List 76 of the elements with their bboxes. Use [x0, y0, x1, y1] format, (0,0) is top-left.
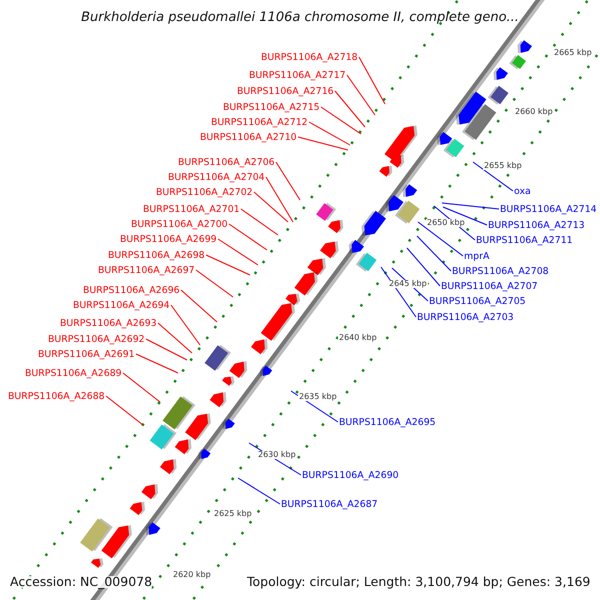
gene-label: BURPS1106A_A2702	[156, 188, 253, 197]
gene-label: BURPS1106A_A2688	[8, 392, 105, 401]
leader-line	[308, 122, 350, 146]
leader-line	[122, 372, 160, 402]
gene-label: BURPS1106A_A2695	[339, 418, 436, 427]
gene-label: BURPS1106A_A2689	[25, 368, 122, 378]
gene-label: BURPS1106A_A2706	[178, 158, 275, 167]
gene-label: BURPS1106A_A2708	[452, 266, 549, 276]
gene-label: BURPS1106A_A2691	[38, 350, 135, 359]
gene-label: BURPS1106A_A2701	[143, 204, 240, 214]
scale-label: 2650 kbp	[426, 219, 466, 227]
gene-label: BURPS1106A_A2699	[120, 234, 217, 244]
gene-label: BURPS1106A_A2714	[500, 204, 597, 214]
leader-line	[106, 396, 144, 426]
scale-label: 2620 kbp	[172, 571, 212, 579]
leader-line	[276, 162, 300, 200]
leader-line	[228, 224, 268, 250]
leader-line	[334, 90, 366, 128]
gene-label: BURPS1106A_A2718	[261, 52, 358, 62]
gene-label: BURPS1106A_A2693	[60, 318, 157, 328]
title: Burkholderia pseudomallei 1106a chromosome II, complete geno...	[80, 11, 520, 24]
gene-label: BURPS1106A_A2716	[237, 86, 334, 96]
gene-label: BURPS1106A_A2694	[73, 300, 170, 310]
leader-line	[240, 208, 278, 236]
leader-line	[136, 354, 178, 374]
scale-label: 2625 kbp	[213, 510, 253, 518]
leader-line	[298, 136, 348, 150]
leader-line	[472, 162, 514, 192]
leader-line	[266, 176, 294, 222]
leader-line	[442, 206, 488, 226]
leader-line	[180, 290, 218, 322]
gene-label: BURPS1106A_A2717	[249, 70, 346, 80]
gene-label: oxa	[514, 186, 531, 196]
gene-label: BURPS1106A_A2703	[417, 312, 514, 322]
leader-line	[196, 270, 234, 298]
leader-line	[346, 74, 376, 116]
leader-line	[170, 304, 200, 346]
gene-label: BURPS1106A_A2705	[429, 296, 526, 306]
leader-line	[406, 248, 440, 286]
gene-label: BURPS1106A_A2687	[281, 500, 378, 509]
leader-line	[418, 222, 464, 256]
gene-label: BURPS1106A_A2697	[98, 266, 195, 275]
scale-label: 2665 kbp	[553, 49, 593, 57]
leader-line	[290, 390, 338, 422]
leader-line	[238, 478, 280, 504]
gene-label: BURPS1106A_A2704	[168, 172, 265, 182]
scale-label: 2660 kbp	[514, 108, 554, 116]
gene-label: mprA	[464, 252, 490, 261]
leader-line	[254, 192, 288, 222]
leader-line	[358, 56, 386, 104]
gene-label: BURPS1106A_A2710	[200, 132, 297, 142]
leader-line	[206, 254, 250, 276]
leader-line	[218, 238, 258, 266]
scale-label: 2635 kbp	[298, 393, 338, 401]
leader-line	[442, 202, 500, 210]
gene-label: BURPS1106A_A2711	[476, 236, 573, 245]
info-text: Topology: circular; Length: 3,100,794 bp; Genes: 3,169	[247, 576, 590, 588]
gene-label: BURPS1106A_A2700	[131, 220, 228, 229]
gene-label: BURPS1106A_A2692	[48, 334, 145, 344]
scale-label: 2640 kbp	[338, 334, 378, 342]
leader-line	[320, 106, 362, 134]
gene-label: BURPS1106A_A2713	[488, 220, 585, 230]
gene-label: BURPS1106A_A2707	[441, 282, 538, 291]
leader-line	[146, 338, 188, 360]
leader-line	[380, 266, 416, 318]
gene-label: BURPS1106A_A2696	[83, 286, 180, 295]
info-text: Accession: NC_009078	[10, 576, 152, 588]
gene-label: BURPS1106A_A2698	[108, 250, 205, 260]
leader-line	[158, 322, 192, 354]
scale-label: 2655 kbp	[483, 162, 523, 170]
gene-label: BURPS1106A_A2690	[302, 470, 399, 480]
gene-label: BURPS1106A_A2715	[223, 102, 320, 112]
leader-line	[416, 236, 452, 272]
scale-label: 2645 kbp	[388, 280, 428, 288]
gene-label: BURPS1106A_A2712	[211, 118, 308, 127]
scale-label: 2630 kbp	[257, 451, 297, 459]
